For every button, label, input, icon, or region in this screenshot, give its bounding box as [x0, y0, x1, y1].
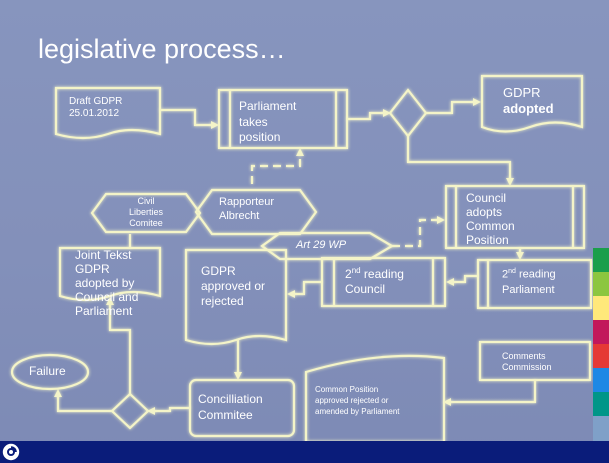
connector-diamond-to-failure — [54, 389, 112, 413]
joint-label-5: Parliament — [75, 304, 133, 318]
council-label-3: Common — [466, 219, 515, 233]
connector-2nd-parliament-to-2nd-council — [446, 274, 478, 286]
council-label-1: Council — [466, 191, 507, 205]
connector-2nd-council-to-approved — [287, 280, 322, 298]
gdpr-adopted-label-1: GDPR — [503, 85, 541, 100]
concilliation-label-1: Concilliation — [198, 392, 263, 406]
connector-diamond-to-adopted — [426, 98, 481, 115]
draft-gdpr-label: Draft GDPR 25.01.2012 — [69, 96, 123, 119]
joint-label-2: GDPR — [75, 262, 110, 276]
color-stripe-blue — [593, 368, 609, 392]
common-position-amended-box — [304, 354, 446, 444]
gdpr-approved-box — [184, 248, 288, 346]
second-council-reading: reading — [360, 267, 404, 281]
color-stripe-red — [593, 344, 609, 368]
decision-diamond-top — [388, 88, 428, 138]
draft-gdpr-box — [54, 86, 162, 140]
common-amended-label-2: approved rejected or — [315, 396, 389, 405]
comments-label-2: Commission — [502, 362, 552, 372]
connector-diamond-to-council — [406, 136, 514, 186]
color-stripe-magenta — [593, 320, 609, 344]
second-parliament-label-2: Parliament — [502, 284, 555, 296]
council-label-4: Position — [466, 233, 509, 247]
second-reading-parliament-box — [476, 258, 593, 310]
second-parliament-sup: nd — [508, 268, 516, 275]
approved-label-3: rejected — [201, 294, 244, 308]
footer-bar — [0, 441, 609, 463]
failure-label: Failure — [29, 364, 66, 378]
joint-label-4: Council and — [75, 290, 139, 304]
color-stripe-green — [593, 248, 609, 272]
second-council-pre: 2 — [345, 267, 352, 281]
connector-diamond-to-joint — [106, 297, 132, 394]
parliament-label-3: position — [239, 130, 281, 144]
second-council-label-2: Council — [345, 282, 386, 296]
comments-label-1: Comments — [502, 351, 546, 361]
color-stripe-slate — [593, 416, 609, 441]
second-parliament-reading: reading — [515, 268, 556, 281]
rapporteur-label-1: Rapporteur — [219, 196, 275, 208]
second-council-label-1: 2nd reading — [345, 266, 404, 282]
second-parliament-pre: 2 — [502, 268, 509, 281]
civil-label-1: Civil — [137, 196, 155, 206]
civil-label-2: Liberties — [128, 207, 164, 217]
second-council-sup: nd — [351, 266, 361, 275]
second-parliament-label-1: 2nd reading — [502, 268, 556, 281]
logo-icon — [2, 443, 20, 461]
connector-concilliation-to-diamond — [147, 406, 190, 415]
council-position-box — [444, 184, 586, 250]
joint-tekst-box — [58, 246, 162, 302]
decision-diamond-bottom — [110, 392, 150, 430]
concilliation-label-2: Commitee — [198, 408, 253, 422]
connector-dashed-to-parliament — [250, 148, 304, 184]
joint-label-3: adopted by — [75, 276, 135, 290]
color-stripe-yellow — [593, 296, 609, 320]
color-stripe-lime — [593, 272, 609, 296]
civil-label-3: Comitee — [129, 218, 163, 228]
color-stripe-teal — [593, 392, 609, 416]
art29-label: Art 29 WP — [296, 239, 347, 251]
joint-label-1: Joint Tekst — [75, 248, 132, 262]
common-amended-label-3: amended by Parliament — [315, 407, 400, 416]
connector-commission-to-common — [443, 380, 537, 406]
connector-parliament-to-diamond — [347, 109, 391, 121]
connector-draft-to-parliament — [160, 108, 219, 129]
connector-dashed-to-council — [392, 216, 445, 248]
parliament-label-1: Parliament — [239, 99, 297, 113]
gdpr-adopted-box — [480, 74, 584, 133]
parliament-label-2: takes — [239, 115, 268, 129]
approved-label-2: approved or — [201, 279, 266, 293]
civil-liberties-hexagon — [90, 192, 202, 234]
slide-title: legislative process… — [38, 34, 286, 64]
council-label-2: adopts — [466, 205, 503, 219]
rapporteur-label-2: Albrecht — [219, 210, 260, 222]
approved-label-1: GDPR — [201, 264, 236, 278]
failure-oval — [10, 353, 90, 391]
gdpr-adopted-label-2: adopted — [503, 101, 554, 116]
common-amended-label-1: Common Position — [315, 385, 379, 394]
